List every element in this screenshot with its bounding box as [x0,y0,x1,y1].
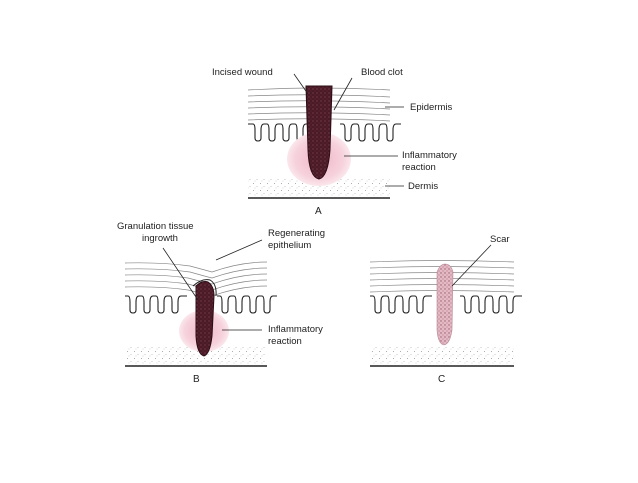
epithelial-tongue-b [192,279,217,297]
scar-tissue-c [436,263,454,346]
panel-letter-c: C [438,374,445,385]
label-scar: Scar [490,234,510,245]
dermis-stipple-c [370,345,514,365]
label-inflammatory-b-1: Inflammatory [268,324,323,335]
label-granulation-1: Granulation tissue [117,221,194,232]
panel-b: Granulation tissue ingrowth Regenerating… [117,221,325,385]
label-epidermis: Epidermis [410,102,452,113]
leader-lines-c [451,244,492,287]
leader-lines-b [162,239,263,331]
label-granulation-2: ingrowth [142,233,178,244]
label-incised-wound: Incised wound [212,67,273,78]
label-inflammatory-a-1: Inflammatory [402,150,457,161]
panel-c: Scar C [369,234,522,385]
leader-lines-a [293,73,404,187]
dermal-papillae-c [370,295,522,314]
blood-clot-a [305,85,333,180]
blood-clot-b [195,281,215,357]
label-regenerating-2: epithelium [268,240,311,251]
panel-letter-a: A [315,206,322,217]
label-inflammatory-b-2: reaction [268,336,302,347]
label-blood-clot: Blood clot [361,67,403,78]
dermis-stipple-b [125,345,267,365]
dermis-stipple-a [248,178,390,197]
label-dermis: Dermis [408,181,438,192]
label-regenerating-1: Regenerating [268,228,325,239]
panel-letter-b: B [193,374,200,385]
panel-a: Incised wound Blood clot Epidermis Infla… [212,67,457,217]
label-inflammatory-a-2: reaction [402,162,436,173]
dermal-papillae-b [125,295,277,314]
